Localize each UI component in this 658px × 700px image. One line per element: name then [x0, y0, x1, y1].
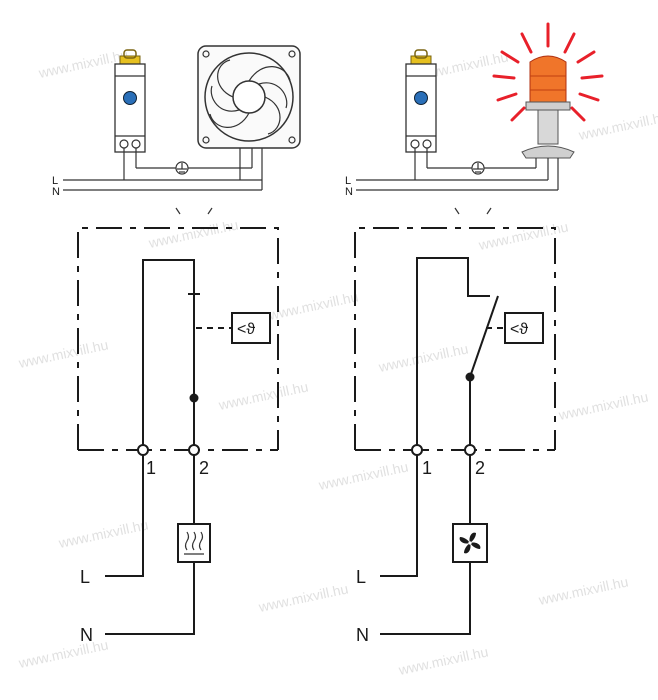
terminal-2-label: 2 — [475, 458, 485, 478]
terminal-1-label: 1 — [422, 458, 432, 478]
watermark-layer: www.mixvill.hu www.mixvill.hu www.mixvil… — [16, 46, 658, 678]
watermark: www.mixvill.hu — [56, 516, 149, 551]
heater-icon — [184, 531, 204, 555]
thermostat-module-icon — [405, 49, 437, 153]
left-schematic: <ϑ 1 2 L N — [77, 227, 279, 645]
watermark: www.mixvill.hu — [396, 643, 489, 678]
connector-ticks — [175, 207, 492, 215]
sensor-symbol: <ϑ — [237, 321, 255, 338]
terminal-1-label: 1 — [146, 458, 156, 478]
watermark: www.mixvill.hu — [536, 573, 629, 608]
watermark: www.mixvill.hu — [266, 288, 359, 323]
load-n-label: N — [80, 625, 93, 645]
temperature-sensor-box — [504, 312, 544, 344]
terminal-2-label: 2 — [199, 458, 209, 478]
terminal-2 — [464, 444, 476, 456]
ground-icon — [471, 161, 485, 175]
watermark: www.mixvill.hu — [16, 636, 109, 671]
watermark: www.mixvill.hu — [376, 340, 469, 375]
right-wiring-illustration: L N — [345, 22, 604, 198]
device-housing-outline — [77, 227, 279, 450]
supply-l-label: L — [345, 175, 351, 187]
sensor-symbol: <ϑ — [510, 321, 528, 338]
heater-load-box — [177, 523, 211, 563]
ground-icon — [175, 161, 189, 175]
fan-unit-icon — [197, 45, 301, 149]
supply-n-label: N — [52, 186, 60, 198]
supply-n-label: N — [345, 186, 353, 198]
terminal-1 — [411, 444, 423, 456]
device-housing-outline — [354, 227, 556, 450]
right-schematic: <ϑ 1 2 L N — [354, 227, 556, 645]
terminal-1 — [137, 444, 149, 456]
watermark: www.mixvill.hu — [216, 378, 309, 413]
watermark: www.mixvill.hu — [146, 216, 239, 251]
watermark: www.mixvill.hu — [16, 336, 109, 371]
load-l-label: L — [356, 567, 366, 587]
switch-contact — [469, 295, 499, 378]
left-wiring-illustration: L N — [52, 45, 301, 198]
fan-icon — [459, 532, 481, 554]
load-n-label: N — [356, 625, 369, 645]
temperature-sensor-box — [231, 312, 271, 344]
supply-l-label: L — [52, 175, 58, 187]
terminal-2 — [188, 444, 200, 456]
thermostat-module-icon — [114, 49, 146, 153]
warning-beacon-icon — [492, 22, 604, 159]
watermark: www.mixvill.hu — [316, 458, 409, 493]
watermark: www.mixvill.hu — [256, 580, 349, 615]
watermark: www.mixvill.hu — [556, 388, 649, 423]
watermark: www.mixvill.hu — [576, 108, 658, 143]
load-l-label: L — [80, 567, 90, 587]
